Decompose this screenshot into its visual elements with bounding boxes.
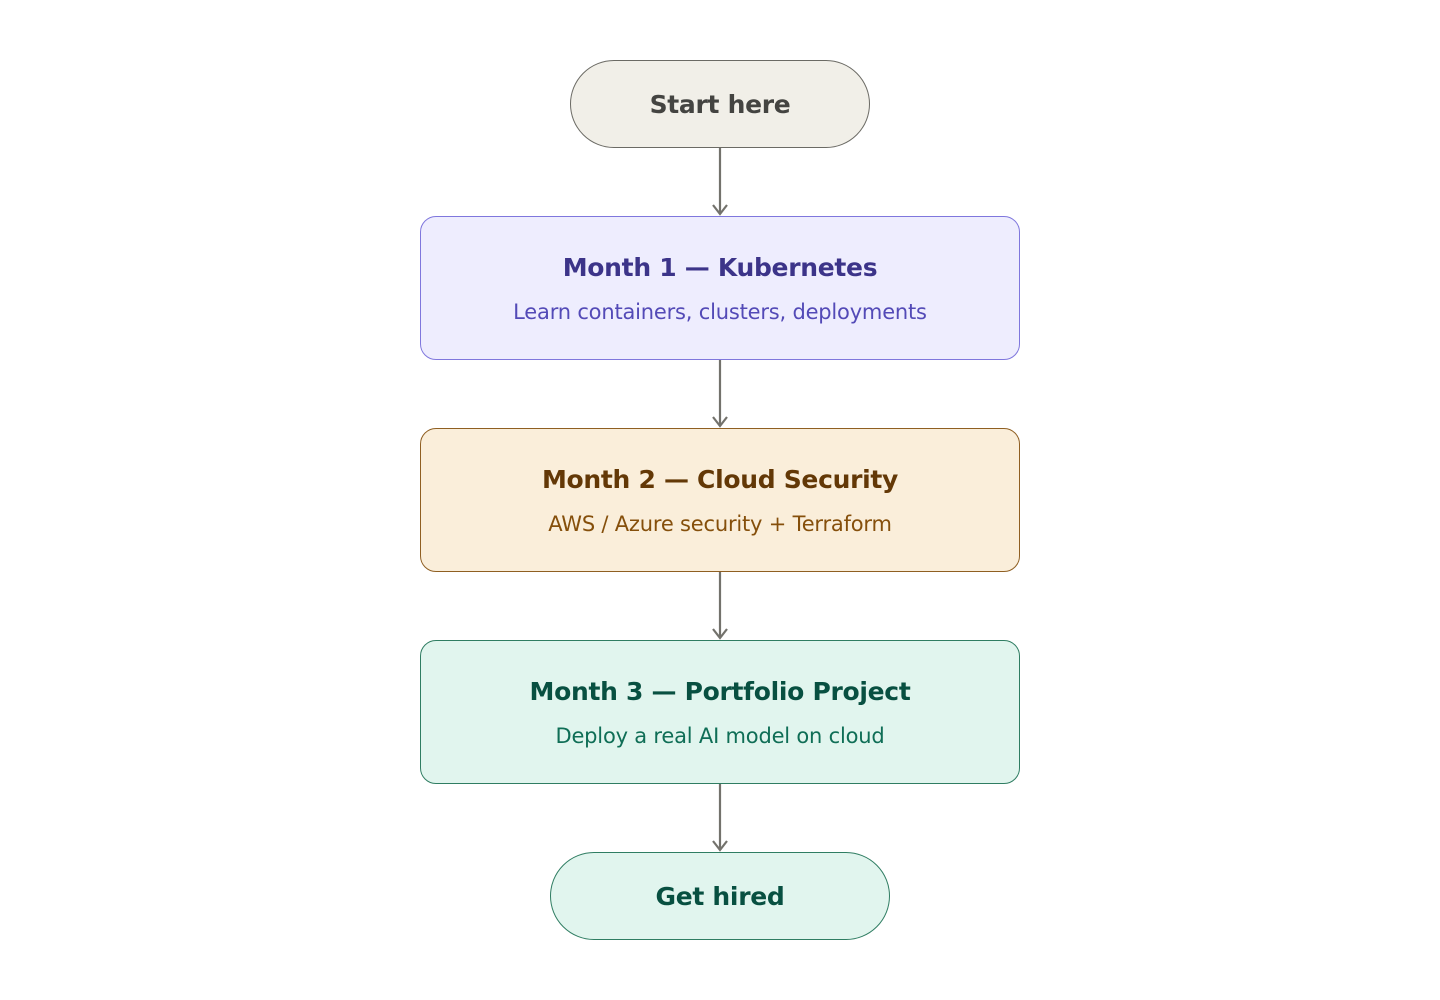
month-1-subtitle: Learn containers, clusters, deployments [513,299,927,324]
edge-m2-to-m3 [712,572,728,640]
edge-m3-to-end [712,784,728,852]
arrowhead-icon [712,628,728,640]
month-3-title: Month 3 — Portfolio Project [529,676,911,706]
month-1-title: Month 1 — Kubernetes [562,252,878,282]
month-2-title: Month 2 — Cloud Security [541,464,899,494]
month-2-node[interactable]: Month 2 — Cloud Security AWS / Azure sec… [420,428,1020,572]
month-3-node[interactable]: Month 3 — Portfolio Project Deploy a rea… [420,640,1020,784]
start-node[interactable]: Start here [570,60,870,148]
arrowhead-icon [712,840,728,852]
end-node-title: Get hired [655,881,785,911]
arrowhead-icon [712,204,728,216]
month-2-subtitle: AWS / Azure security + Terraform [548,511,892,536]
start-node-title: Start here [649,89,791,119]
month-1-node[interactable]: Month 1 — Kubernetes Learn containers, c… [420,216,1020,360]
month-3-subtitle: Deploy a real AI model on cloud [555,723,885,748]
end-node[interactable]: Get hired [550,852,890,940]
edge-start-to-m1 [712,148,728,216]
edge-m1-to-m2 [712,360,728,428]
arrowhead-icon [712,416,728,428]
